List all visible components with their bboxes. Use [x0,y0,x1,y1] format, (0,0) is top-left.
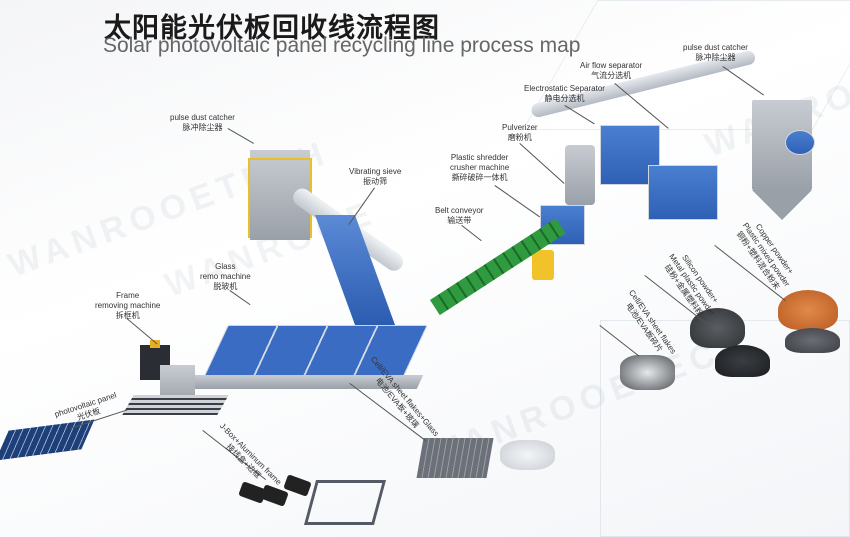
leader-line [461,225,482,242]
pulverizer [565,145,595,205]
motor [532,250,554,280]
aluminum-frame [303,480,387,525]
plastic-powder-pile [785,328,840,353]
silicon-powder-pile [690,308,745,348]
metal-plastic-powder-pile [715,345,770,377]
fan [785,130,815,155]
page-title-en: Solar photovoltaic panel recycling line … [103,34,581,57]
hopper [752,190,812,220]
vibrating-sieve [314,215,396,325]
glass-fragments [500,440,555,470]
glass-remo-machine [202,325,428,380]
motor [150,340,160,348]
cell-glass-sheet [416,438,494,478]
leader-line [519,143,565,184]
frame-conveyor [122,395,229,415]
copper-powder-pile [778,290,838,330]
leader-line [494,185,541,218]
page-title-cn: 太阳能光伏板回收线流程图 [104,13,440,44]
leader-line [229,290,251,306]
air-flow-separator [648,165,718,220]
cell-eva-flakes [620,355,675,390]
leader-line [126,318,158,345]
